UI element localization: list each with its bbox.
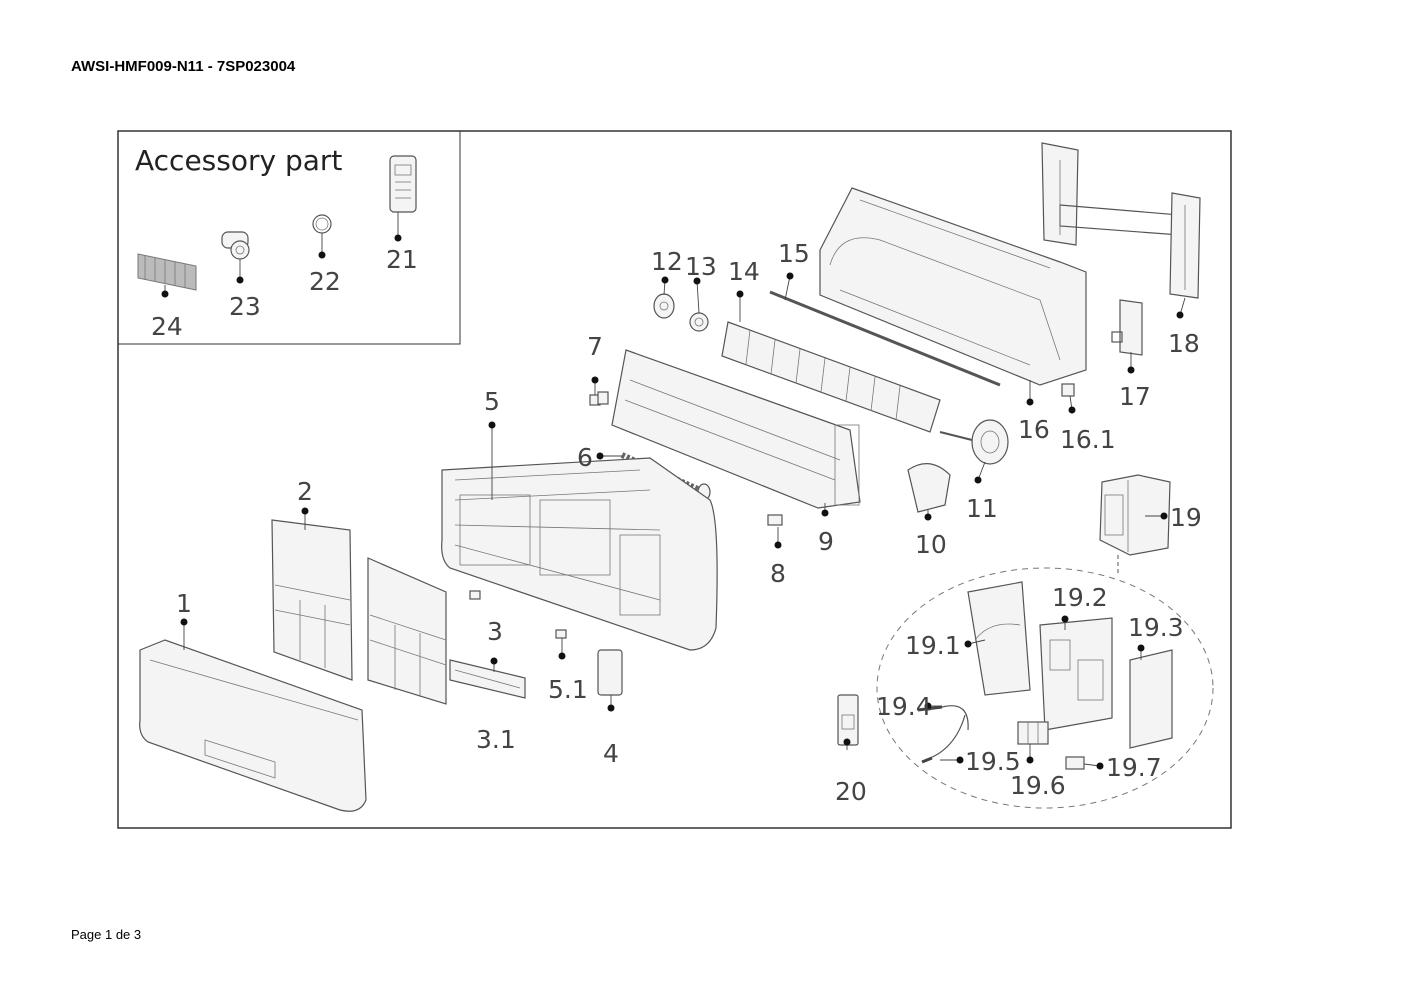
- callout-10: 10: [915, 530, 947, 559]
- diagram-frame: [117, 130, 1232, 829]
- callout-19-6: 19.6: [1010, 771, 1066, 800]
- callout-18: 18: [1168, 329, 1200, 358]
- part-21-remote-control-icon: [389, 155, 417, 213]
- part-1-front-panel-icon: [139, 639, 367, 812]
- callout-21: 21: [386, 245, 418, 274]
- part-19-6-terminal-block-icon: [1017, 721, 1049, 745]
- part-2-air-filter-icon: [271, 519, 353, 681]
- callout-16-1: 16.1: [1060, 425, 1116, 454]
- part-23-drain-elbow-icon: [221, 231, 250, 260]
- callout-14: 14: [728, 257, 760, 286]
- small-clip-icon: [469, 590, 481, 600]
- callout-6: 6: [577, 443, 593, 472]
- part-5-body-icon: [441, 457, 718, 651]
- document-title: AWSI-HMF009-N11 - 7SP023004: [71, 58, 296, 75]
- part-13-bearing-icon: [689, 312, 709, 332]
- callout-9: 9: [818, 527, 834, 556]
- filter-second-icon: [367, 557, 447, 705]
- part-18-mounting-plate-icon: [1041, 142, 1201, 299]
- electric-box-detail-outline: [876, 567, 1214, 809]
- callout-15: 15: [778, 239, 810, 268]
- part-16-1-icon: [1061, 383, 1075, 397]
- part-5-1-icon: [555, 629, 567, 639]
- callout-24: 24: [151, 312, 183, 341]
- callout-3: 3: [487, 617, 503, 646]
- callout-labels: 1 2 3 3.1 4 5 5.1 6 7 8 9 10 11 12 13 14…: [151, 239, 1202, 806]
- marker-dots: [161, 234, 1184, 770]
- part-20-icon: [837, 694, 859, 746]
- part-7-icon: [589, 391, 609, 406]
- callout-19-7: 19.7: [1106, 753, 1162, 782]
- part-15-icon: [769, 290, 1001, 387]
- callout-22: 22: [309, 267, 341, 296]
- callout-12: 12: [651, 247, 683, 276]
- callout-5-1: 5.1: [548, 675, 588, 704]
- callout-19-3: 19.3: [1128, 613, 1184, 642]
- callout-17: 17: [1119, 382, 1151, 411]
- callout-19-5: 19.5: [965, 747, 1021, 776]
- part-4-icon: [597, 649, 623, 696]
- part-8-icon: [767, 514, 783, 526]
- part-12-bearing-holder-icon: [653, 293, 675, 319]
- accessory-box-frame: [118, 131, 461, 345]
- callout-11: 11: [966, 494, 998, 523]
- accessory-box-title: Accessory part: [135, 144, 342, 177]
- callout-4: 4: [603, 739, 619, 768]
- callout-1: 1: [176, 589, 192, 618]
- part-11-fan-motor-icon: [939, 419, 1009, 465]
- part-24-filter-icon: [137, 253, 197, 291]
- part-19-5-sensor-icon: [921, 714, 966, 764]
- callout-8: 8: [770, 559, 786, 588]
- part-19-2-control-board-icon: [1039, 617, 1113, 731]
- part-22-ring-icon: [312, 214, 332, 234]
- part-19-1-icon: [967, 581, 1031, 696]
- callout-20: 20: [835, 777, 867, 806]
- part-10-motor-cover-icon: [907, 463, 951, 513]
- part-19-electric-box-icon: [1099, 474, 1171, 556]
- callout-2: 2: [297, 477, 313, 506]
- part-17-icon: [1111, 299, 1143, 356]
- part-19-7-icon: [1065, 756, 1085, 770]
- callout-19-1: 19.1: [905, 631, 961, 660]
- callout-13: 13: [685, 252, 717, 281]
- callout-3-1: 3.1: [476, 725, 516, 754]
- callout-19-4: 19.4: [876, 692, 932, 721]
- part-14-crossflow-fan-icon: [721, 321, 941, 433]
- callout-19-2: 19.2: [1052, 583, 1108, 612]
- callout-23: 23: [229, 292, 261, 321]
- part-16-chassis-icon: [819, 187, 1087, 386]
- callout-5: 5: [484, 387, 500, 416]
- part-3-display-board-icon: [449, 659, 526, 699]
- part-19-3-cover-icon: [1129, 649, 1173, 749]
- callout-16: 16: [1018, 415, 1050, 444]
- part-9-evaporator-icon: [611, 349, 861, 509]
- page-footer: Page 1 de 3: [71, 927, 142, 942]
- callout-19: 19: [1170, 503, 1202, 532]
- callout-7: 7: [587, 332, 603, 361]
